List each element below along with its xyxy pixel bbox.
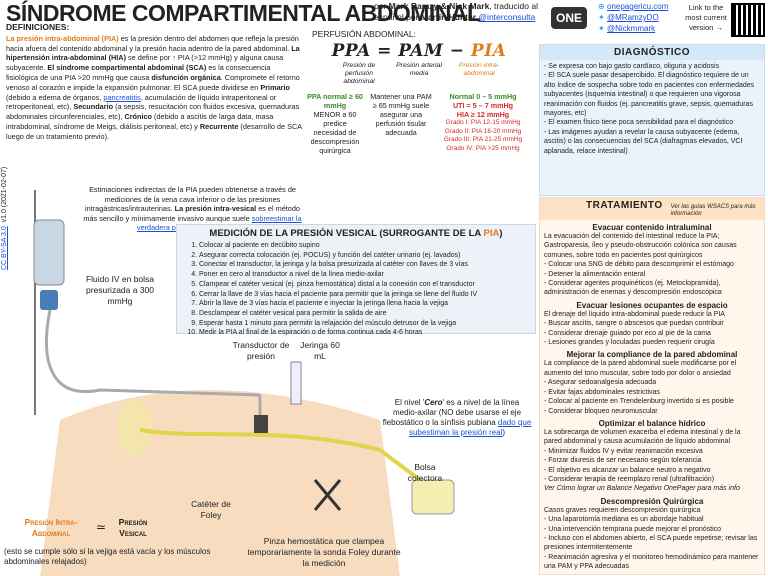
formula-legend: Presión de perfusión abdominal Presión a… — [342, 62, 500, 85]
collection-bag-label: Bolsa colectora — [407, 462, 443, 483]
list-item: - Se expresa con bajo gasto cardíaco, ol… — [544, 63, 720, 70]
twitter-icon: ✦ — [598, 13, 605, 22]
iv-bag-icon — [33, 219, 65, 286]
twitter-link-ramzy[interactable]: @MRamzyDO — [607, 13, 659, 22]
pia-column: Normal 0 – 5 mmHg UTI = 5 – 7 mmHg HIA ≥… — [443, 92, 523, 152]
list-item: Cerrar la llave de 3 vías hacia el pacie… — [199, 290, 535, 300]
list-item: - Considerar agentes proquinéticos (ej. … — [544, 280, 722, 297]
negative-balance-link[interactable]: Ver Cómo lograr un Balance Negativo OneP… — [544, 485, 740, 493]
pressure-bulb-icon — [40, 290, 58, 310]
diagnosis-section: DIAGNÓSTICO - Se expresa con bajo gasto … — [539, 44, 765, 196]
pam-column: Mantener una PAM ≥ 65 mmHg suele asegura… — [370, 92, 432, 137]
list-item: - Forzar diuresis de ser necesario según… — [544, 457, 702, 465]
zero-level-note: El nivel 'Cero' es a nivel de la línea m… — [382, 398, 532, 437]
measurement-title: MEDICIÓN DE LA PRESIÓN VESICAL (SURROGAN… — [209, 228, 503, 239]
authors-names: Mark Ramzy & Nick Mark — [388, 1, 490, 11]
list-item: - Asegurar sedoanalgesia adecuada — [544, 379, 657, 387]
iv-tubing — [45, 309, 261, 397]
perfusion-values: PPA normal ≥ 60 mmHg MENOR a 60 predice … — [306, 92, 532, 155]
onepager-logo: ONE — [551, 7, 587, 29]
twitter-link-mark[interactable]: @Nickmmark — [607, 24, 656, 33]
list-item: Medir la PIA al final de la espiración o… — [199, 328, 535, 338]
list-item: - Incluso con el abdomen abierto, el SCA… — [544, 534, 758, 552]
list-item: - Las imágenes ayudan a revelar la causa… — [544, 128, 743, 155]
iap-label: Presión Intra-Abdominal — [24, 517, 78, 538]
list-item: - Una laparotomía mediana es un abordaje… — [544, 516, 704, 524]
list-item: - El examen físico tiene poca sensibilid… — [544, 119, 734, 127]
list-item: Poner en cero al transductor a nivel de … — [199, 270, 535, 280]
treatment-header: TRATAMIENTO Ver las guías WSACS para más… — [540, 198, 764, 220]
measurement-diagram — [33, 190, 455, 576]
social-links: ⊕onepagericu.com ✦@MRamzyDO ✦@Nickmmark — [598, 1, 668, 34]
translator-handle-link[interactable]: @interconsulta — [478, 12, 536, 22]
definitions-paragraph: La presión intra-abdominal (PIA) es la p… — [6, 33, 302, 141]
syringe-icon — [290, 361, 302, 405]
list-item: - El objetivo es alcanzar un balance neu… — [544, 466, 711, 474]
bladder-icon — [117, 400, 153, 456]
list-item: - Evitar fajas abdominales restrictivas — [544, 388, 660, 396]
wsacs-guidelines-link[interactable]: Ver las guías WSACS para más información — [670, 204, 756, 217]
underestimate-link[interactable]: dado que subestiman la presión real — [408, 418, 532, 437]
foley-label: Catéter de Foley — [191, 499, 231, 520]
treatment-subtitle: Mejorar la compliance de la pared abdomi… — [566, 350, 738, 360]
iv-fluid-label: Fluido IV en bolsa presurizada a 300 mmH… — [85, 274, 155, 306]
diagnosis-title: DIAGNÓSTICO — [540, 45, 764, 60]
latest-version-note: Link to the most current version → — [685, 3, 727, 32]
list-item: - Considerar terapia de reemplazo renal … — [544, 475, 715, 483]
syringe-label: Jeringa 60 mL — [300, 340, 340, 361]
steps-list: Colocar al paciente en decúbito supino A… — [177, 241, 535, 338]
list-item: - Detener la alimentación enteral — [544, 270, 646, 278]
transducer-icon — [254, 415, 268, 433]
list-item: - El SCA suele pasar desapercibido. El d… — [544, 72, 755, 118]
perfusion-section: PERFUSIÓN ABDOMINAL: PPA = PAM − PIA Pre… — [306, 29, 532, 190]
list-item: - Colocar una SNG de débito para descomp… — [544, 261, 734, 269]
perfusion-title: PERFUSIÓN ABDOMINAL: — [312, 29, 416, 39]
clamp-label: Pinza hemostática que clampea temporaria… — [247, 536, 401, 568]
authors-credit: por Mark Ramzy & Nick Mark, traducido al… — [374, 1, 538, 22]
site-link[interactable]: onepagericu.com — [607, 2, 669, 11]
list-item: Abrir la llave de 3 vías hacia el pacien… — [199, 299, 535, 309]
equivalence-condition-note: (esto se cumple sólo si la vejiga está v… — [4, 547, 211, 566]
foley-tube — [139, 428, 422, 482]
list-item: - Considerar drenaje guiado por eco al p… — [544, 329, 711, 337]
bladder-pressure-label: Presión Vesical — [118, 517, 148, 538]
treatment-subtitle: Evacuar lesiones ocupantes de espacio — [576, 300, 728, 310]
globe-icon: ⊕ — [598, 2, 605, 11]
diagnosis-list: - Se expresa con bajo gasto cardíaco, ol… — [540, 60, 764, 158]
pancreatitis-link[interactable]: pancreatitis — [103, 92, 141, 102]
clamp-icon — [313, 479, 342, 511]
treatment-subtitle: Descompresión Quirúrgica — [600, 496, 704, 506]
qr-code-icon[interactable] — [731, 3, 765, 37]
list-item: Clampear el catéter vesical (ej. pinza h… — [199, 280, 535, 290]
list-item: - Colocar al paciente en Trendelenburg i… — [544, 398, 734, 406]
collection-bag-icon — [411, 479, 455, 515]
perfusion-formula: PPA = PAM − PIA — [331, 41, 507, 61]
definitions-heading: DEFINICIONES: — [6, 22, 70, 32]
twitter-icon: ✦ — [598, 24, 605, 33]
ppa-column: PPA normal ≥ 60 mmHg MENOR a 60 predice … — [307, 92, 363, 155]
translator-name: Martín Hunter — [420, 12, 477, 22]
list-item: Esperar hasta 1 minuto para permitir la … — [199, 319, 535, 329]
license-link[interactable]: CC BY-SA 3.0 — [1, 226, 8, 270]
definitions-section: DEFINICIONES: La presión intra-abdominal… — [6, 22, 304, 142]
measurement-steps: MEDICIÓN DE LA PRESIÓN VESICAL (SURROGAN… — [176, 224, 536, 336]
list-item: Colocar al paciente en decúbito supino — [199, 241, 535, 251]
treatment-subtitle: Optimizar el balance hídrico — [598, 418, 706, 428]
list-item: - Lesiones grandes y loculadas pueden re… — [544, 339, 715, 347]
list-item: - Una intervención temprana puede mejora… — [544, 525, 722, 533]
list-item: - Reanimación agresiva y el monitoreo he… — [544, 553, 759, 571]
list-item: - Minimizar fluidos IV y evitar reanimac… — [544, 447, 703, 455]
list-item: - Considerar bloqueo neuromuscular — [544, 407, 658, 415]
list-item: Asegurar correcta colocación (ej. POCUS)… — [199, 251, 535, 261]
treatment-section: TRATAMIENTO Ver las guías WSACS para más… — [539, 197, 765, 575]
list-item: - Buscar ascitis, sangre o abscesos que … — [544, 320, 724, 328]
approx-equal-symbol: ≃ — [96, 520, 107, 534]
list-item: Desclampear el catéter vesical para perm… — [199, 309, 535, 319]
license-text: CC BY-SA 3.0 v1.0 (2021-02-07) — [1, 166, 8, 270]
treatment-subtitle: Evacuar contenido intraluminal — [592, 223, 712, 232]
transducer-label: Transductor de presión — [232, 340, 290, 361]
list-item: Conectar el transductor, la jeringa y la… — [199, 260, 535, 270]
page-title: SÍNDROME COMPARTIMENTAL ABDOMINAL — [6, 0, 481, 26]
treatment-title: TRATAMIENTO — [586, 200, 663, 211]
